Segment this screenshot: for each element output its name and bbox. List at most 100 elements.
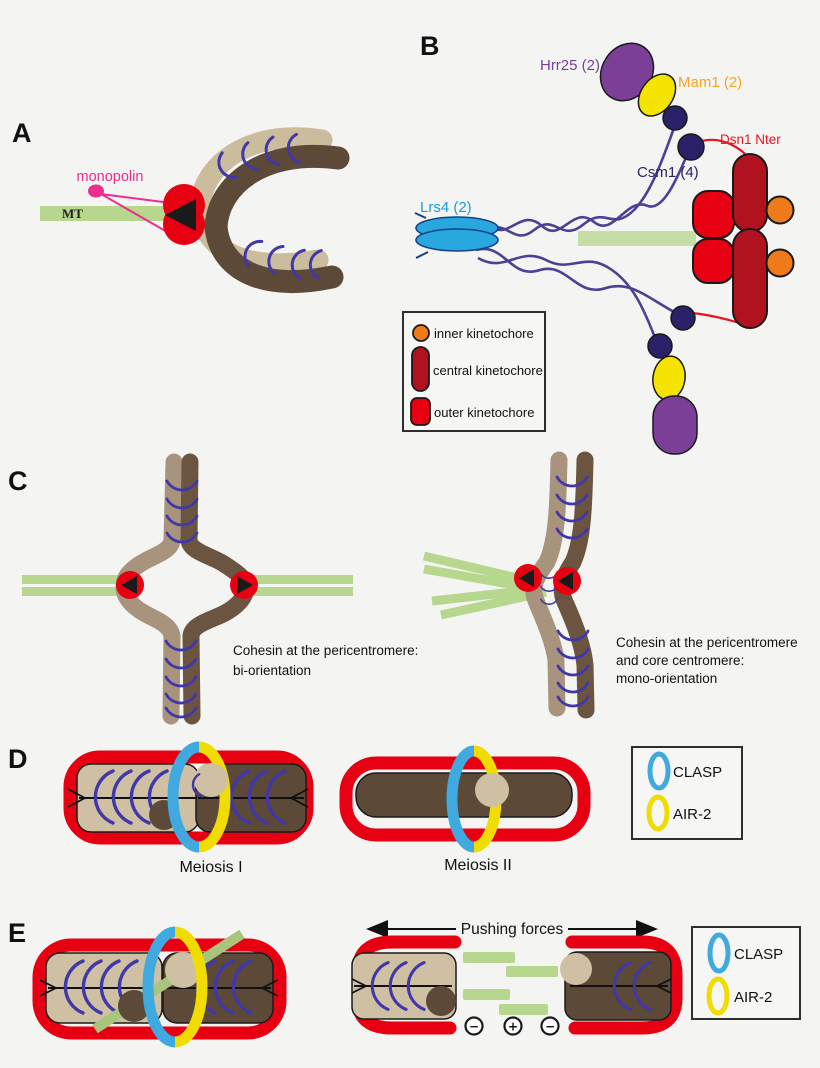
microtubule-segment: [463, 952, 515, 963]
csm1-head-dsn1-bottom: [670, 305, 696, 331]
hrr25-blob-bottom: [652, 395, 698, 455]
microtubule-segment: [463, 989, 510, 1000]
outer-kinetochore-top: [692, 190, 735, 239]
meiosis-2-diagram: Meiosis II: [339, 745, 591, 874]
meiosis-1-diagram: Meiosis I: [63, 741, 314, 876]
microtubule-bar: [246, 575, 353, 584]
monopolin-blob: [88, 184, 104, 198]
centromere-triangle-right: [237, 576, 253, 594]
tan-lobe: [475, 773, 509, 807]
kinetochore-blob: [163, 184, 205, 245]
outer-kinetochore-swatch: [410, 397, 431, 426]
legend-item-label: central kinetochore: [433, 363, 543, 378]
bi-orientation-caption-line1: Cohesin at the pericentromere:: [233, 643, 418, 658]
legend-item-label: inner kinetochore: [434, 326, 534, 341]
chevron-left: [351, 978, 367, 994]
air2-swatch: [706, 976, 730, 1016]
pushing-forces-annotation: Pushing forces: [366, 920, 658, 938]
air2-swatch: [646, 794, 670, 832]
panel-d: D Meiosis I: [8, 741, 743, 876]
coiled-coil-lower: [475, 247, 679, 343]
inner-kinetochore-swatch: [412, 324, 430, 342]
hrr25-label: Hrr25 (2): [540, 57, 600, 74]
kinetochore-legend: inner kinetochore central kinetochore ou…: [402, 311, 546, 432]
panel-e-label: E: [8, 918, 26, 948]
clasp-ring-half: [446, 745, 475, 853]
bi-orientation-caption-line2: bi-orientation: [233, 663, 311, 678]
monopolin-label: monopolin: [77, 169, 144, 185]
meiosis-2-caption: Meiosis II: [444, 857, 512, 874]
clasp-label: CLASP: [734, 946, 783, 963]
air2-label: AIR-2: [734, 989, 772, 1006]
mt-label: MT: [62, 206, 83, 221]
clasp-swatch: [707, 932, 731, 974]
microtubule-bar: [22, 575, 128, 584]
clasp-ring-half: [142, 926, 176, 1048]
central-kinetochore-top: [732, 153, 768, 233]
mono-orientation-caption-line1: Cohesin at the pericentromere: [616, 635, 798, 650]
mam1-blob-bottom: [652, 355, 686, 401]
mt-polarity-symbols: − + −: [464, 1016, 560, 1036]
clasp-label: CLASP: [673, 764, 722, 781]
central-kinetochore-swatch: [411, 346, 430, 392]
brown-lobe: [118, 990, 150, 1022]
central-kinetochore-bottom: [732, 228, 768, 329]
minus-end-symbol: −: [545, 1020, 555, 1034]
monopolin-link-line: [100, 193, 172, 234]
meiosis-1-caption: Meiosis I: [179, 859, 242, 876]
mam1-label: Mam1 (2): [678, 74, 742, 91]
panel-d-label: D: [8, 744, 28, 774]
mono-orientation-caption-line2: and core centromere:: [616, 653, 744, 668]
chevron-left: [39, 979, 57, 997]
csm1-head-dsn1: [677, 133, 705, 161]
arrowhead-right: [636, 920, 658, 938]
clasp-ring-half: [167, 741, 200, 853]
clasp-swatch: [647, 751, 671, 791]
chevron-right: [656, 978, 672, 994]
chevron-right: [261, 979, 279, 997]
csm1-head-bottom: [647, 333, 673, 359]
chevron-left: [67, 788, 86, 808]
panel-c: C Cohesin at the pe: [8, 451, 798, 725]
brown-lobe: [426, 986, 456, 1016]
outer-kinetochore-ring-right: [565, 935, 683, 1035]
panel-a: A MT monopolin: [12, 118, 350, 293]
centromere-triangle-right: [558, 572, 573, 590]
minus-end-circle: [464, 1016, 484, 1036]
panel-b-label: B: [420, 31, 440, 61]
arrowhead-left: [366, 920, 388, 938]
microtubule-segment: [506, 966, 558, 977]
legend-box: [631, 746, 743, 840]
panel-b: B Hrr25 (2) Mam1 (2: [402, 31, 795, 455]
free-microtubule-segments: [463, 952, 558, 1015]
panel-e: E: [8, 918, 801, 1048]
tan-lobe: [560, 953, 592, 985]
microtubule-bar: [22, 587, 128, 596]
separated-chromatids-diagram: − + −: [351, 935, 683, 1036]
centromere-triangle: [165, 199, 196, 231]
legend-item-label: outer kinetochore: [434, 405, 534, 420]
plus-end-circle: [503, 1016, 523, 1036]
lrs4-blob-bottom: [415, 228, 499, 252]
mono-orientation-caption-line3: mono-orientation: [616, 671, 717, 686]
microtubule-bar-b: [578, 231, 696, 246]
minus-end-symbol: −: [469, 1020, 479, 1034]
clasp-air2-legend-e: CLASP AIR-2: [691, 926, 801, 1020]
panel-a-label: A: [12, 118, 32, 148]
microtubule-segment: [499, 1004, 548, 1015]
centromere-triangle-left: [519, 569, 534, 587]
mono-orientation-diagram: Cohesin at the pericentromere and core c…: [422, 451, 798, 719]
csm1-label: Csm1 (4): [637, 164, 699, 181]
microtubule-bar: [40, 206, 172, 221]
meiosis-ring-mt-diagram: [32, 926, 287, 1048]
chromatid-arm-brown: [204, 145, 350, 293]
mam1-blob: [637, 73, 677, 117]
plus-end-symbol: +: [508, 1020, 518, 1034]
tan-lobe: [165, 952, 201, 988]
csm1-head-top: [662, 105, 688, 131]
bi-orientation-diagram: Cohesin at the pericentromere: bi-orient…: [22, 453, 418, 725]
minus-end-circle: [540, 1016, 560, 1036]
panel-c-label: C: [8, 466, 28, 496]
microtubule-bar: [246, 587, 353, 596]
